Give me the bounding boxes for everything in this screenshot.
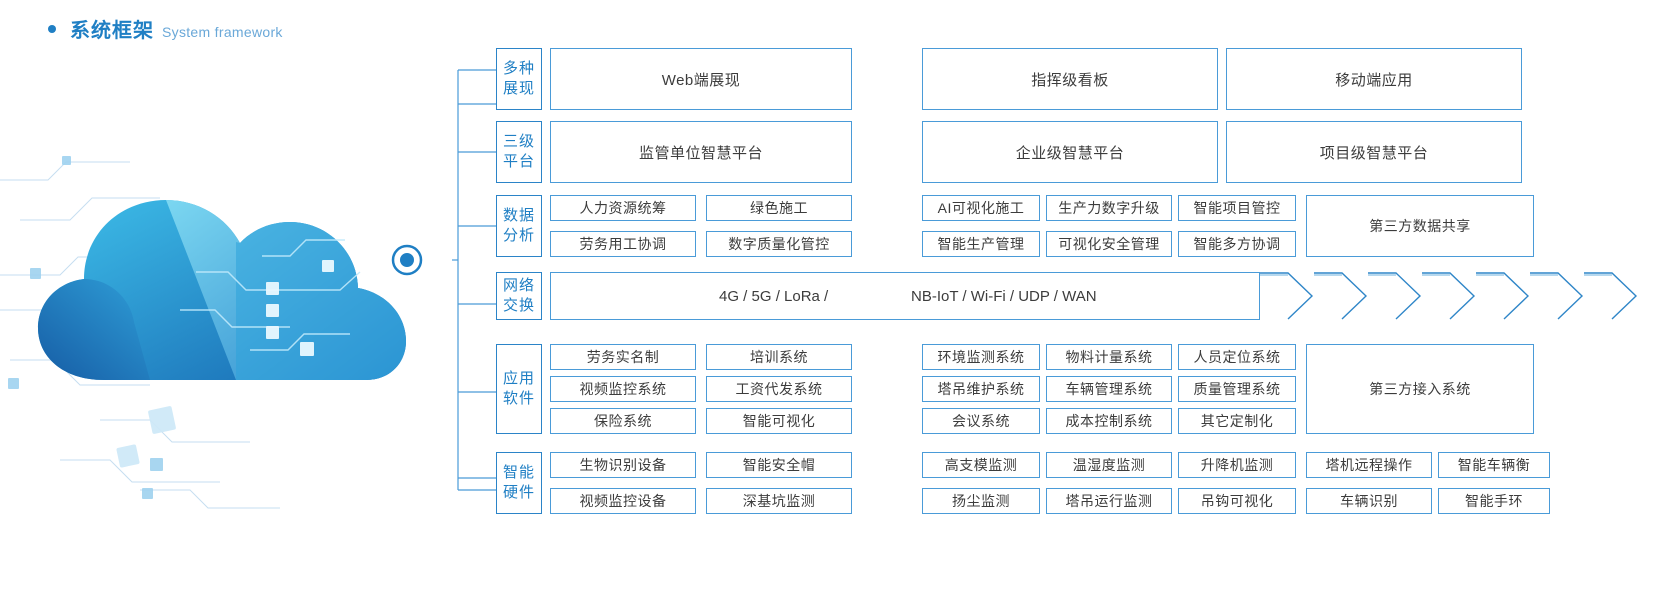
cell-crane-operation-monitoring[interactable]: 塔吊运行监测 [1046, 488, 1172, 514]
cell-ai-visual-construction[interactable]: AI可视化施工 [922, 195, 1040, 221]
row-application-software: 应用 软件 劳务实名制 培训系统 视频监控系统 工资代发系统 保险系统 智能可视… [496, 344, 1534, 434]
data-analysis-right-grid: AI可视化施工 生产力数字升级 智能项目管控 智能生产管理 可视化安全管理 智能… [922, 195, 1296, 257]
category-application-software: 应用 软件 [496, 344, 542, 434]
cloud-illustration [0, 60, 470, 530]
cell-labor-real-name[interactable]: 劳务实名制 [550, 344, 696, 370]
category-smart-hardware: 智能 硬件 [496, 452, 542, 514]
cell-crane-maintenance[interactable]: 塔吊维护系统 [922, 376, 1040, 402]
cell-temp-humidity-monitoring[interactable]: 温湿度监测 [1046, 452, 1172, 478]
cell-vehicle-management[interactable]: 车辆管理系统 [1046, 376, 1172, 402]
cell-training-system[interactable]: 培训系统 [706, 344, 852, 370]
category-line-1: 三级 [502, 133, 535, 151]
app-right-grid: 环境监测系统 物料计量系统 人员定位系统 塔吊维护系统 车辆管理系统 质量管理系… [922, 344, 1296, 434]
category-presentation: 多种 展现 [496, 48, 542, 110]
cell-third-party-access-system[interactable]: 第三方接入系统 [1306, 344, 1534, 434]
row-smart-hardware: 智能 硬件 生物识别设备 智能安全帽 视频监控设备 深基坑监测 高支模监测 温湿… [496, 452, 1550, 514]
category-line-1: 多种 [502, 60, 535, 78]
cell-productivity-upgrade[interactable]: 生产力数字升级 [1046, 195, 1172, 221]
page-title: 系统框架 [70, 20, 154, 42]
cell-smart-helmet[interactable]: 智能安全帽 [706, 452, 852, 478]
category-line-2: 分析 [502, 227, 535, 244]
app-left-grid: 劳务实名制 培训系统 视频监控系统 工资代发系统 保险系统 智能可视化 [550, 344, 852, 434]
hardware-left-grid: 生物识别设备 智能安全帽 视频监控设备 深基坑监测 [550, 452, 852, 514]
network-protocols-group-1: 4G / 5G / LoRa / [719, 287, 829, 305]
hardware-far-grid: 塔机远程操作 智能车辆衡 车辆识别 智能手环 [1306, 452, 1550, 514]
category-line-1: 数据 [502, 207, 535, 225]
tree-connectors [452, 69, 496, 491]
cell-video-monitor-device[interactable]: 视频监控设备 [550, 488, 696, 514]
cell-dust-monitoring[interactable]: 扬尘监测 [922, 488, 1040, 514]
cell-digital-quality-control[interactable]: 数字质量化管控 [706, 231, 852, 257]
category-line-1: 应用 [502, 370, 535, 388]
cell-smart-multiparty[interactable]: 智能多方协调 [1178, 231, 1296, 257]
cell-vehicle-recognition[interactable]: 车辆识别 [1306, 488, 1432, 514]
category-line-2: 展现 [502, 80, 535, 97]
cell-smart-weighbridge[interactable]: 智能车辆衡 [1438, 452, 1550, 478]
cell-video-surveillance-system[interactable]: 视频监控系统 [550, 376, 696, 402]
cell-regulator-platform[interactable]: 监管单位智慧平台 [550, 121, 852, 183]
cell-high-formwork-monitoring[interactable]: 高支模监测 [922, 452, 1040, 478]
cell-third-party-data-share[interactable]: 第三方数据共享 [1306, 195, 1534, 257]
cell-material-metering[interactable]: 物料计量系统 [1046, 344, 1172, 370]
cell-hook-visualization[interactable]: 吊钩可视化 [1178, 488, 1296, 514]
cell-meeting-system[interactable]: 会议系统 [922, 408, 1040, 434]
row-data-analysis: 数据 分析 人力资源统筹 绿色施工 劳务用工协调 数字质量化管控 AI可视化施工… [496, 195, 1534, 257]
category-line-1: 网络 [502, 277, 535, 295]
cell-environment-monitoring[interactable]: 环境监测系统 [922, 344, 1040, 370]
cell-insurance-system[interactable]: 保险系统 [550, 408, 696, 434]
hardware-right-grid: 高支模监测 温湿度监测 升降机监测 扬尘监测 塔吊运行监测 吊钩可视化 [922, 452, 1296, 514]
cell-labor-coordination[interactable]: 劳务用工协调 [550, 231, 696, 257]
category-line-2: 交换 [502, 297, 535, 314]
cell-hoist-monitoring[interactable]: 升降机监测 [1178, 452, 1296, 478]
row-network-exchange: 网络 交换 4G / 5G / LoRa / NB-IoT / Wi-Fi / … [496, 272, 1668, 320]
cell-green-construction[interactable]: 绿色施工 [706, 195, 852, 221]
flow-chevrons [1260, 272, 1638, 320]
cell-smart-wristband[interactable]: 智能手环 [1438, 488, 1550, 514]
cell-smart-project-control[interactable]: 智能项目管控 [1178, 195, 1296, 221]
cell-biometric-device[interactable]: 生物识别设备 [550, 452, 696, 478]
cell-crane-remote-operation[interactable]: 塔机远程操作 [1306, 452, 1432, 478]
category-network-exchange: 网络 交换 [496, 272, 542, 320]
category-platform: 三级 平台 [496, 121, 542, 183]
framework-diagram: 多种 展现 Web端展现 指挥级看板 移动端应用 三级 平台 监管单位智慧平台 … [452, 48, 1673, 528]
row-platform: 三级 平台 监管单位智慧平台 企业级智慧平台 项目级智慧平台 [496, 121, 1522, 183]
category-data-analysis: 数据 分析 [496, 195, 542, 257]
cell-command-dashboard[interactable]: 指挥级看板 [922, 48, 1218, 110]
cell-payroll-system[interactable]: 工资代发系统 [706, 376, 852, 402]
cell-cost-control-system[interactable]: 成本控制系统 [1046, 408, 1172, 434]
cell-deep-pit-monitoring[interactable]: 深基坑监测 [706, 488, 852, 514]
data-analysis-left-grid: 人力资源统筹 绿色施工 劳务用工协调 数字质量化管控 [550, 195, 852, 257]
category-line-2: 平台 [502, 153, 535, 170]
category-line-2: 硬件 [502, 484, 535, 501]
cell-smart-production-mgmt[interactable]: 智能生产管理 [922, 231, 1040, 257]
network-protocols-group-2: NB-IoT / Wi-Fi / UDP / WAN [911, 287, 1097, 305]
category-line-2: 软件 [502, 390, 535, 407]
cell-quality-management[interactable]: 质量管理系统 [1178, 376, 1296, 402]
cell-web-display[interactable]: Web端展现 [550, 48, 852, 110]
page-subtitle: System framework [162, 24, 283, 40]
row-presentation: 多种 展现 Web端展现 指挥级看板 移动端应用 [496, 48, 1522, 110]
cell-smart-visualization[interactable]: 智能可视化 [706, 408, 852, 434]
cell-hr-coordination[interactable]: 人力资源统筹 [550, 195, 696, 221]
network-protocol-bar: 4G / 5G / LoRa / NB-IoT / Wi-Fi / UDP / … [550, 272, 1260, 320]
cell-mobile-app[interactable]: 移动端应用 [1226, 48, 1522, 110]
cell-enterprise-platform[interactable]: 企业级智慧平台 [922, 121, 1218, 183]
cell-visual-safety-mgmt[interactable]: 可视化安全管理 [1046, 231, 1172, 257]
cell-project-platform[interactable]: 项目级智慧平台 [1226, 121, 1522, 183]
connection-node-icon [391, 244, 423, 276]
section-header: 系统框架 System framework [48, 14, 283, 43]
category-line-1: 智能 [502, 464, 535, 482]
cell-personnel-positioning[interactable]: 人员定位系统 [1178, 344, 1296, 370]
cell-other-customization[interactable]: 其它定制化 [1178, 408, 1296, 434]
bullet-icon [48, 25, 56, 33]
